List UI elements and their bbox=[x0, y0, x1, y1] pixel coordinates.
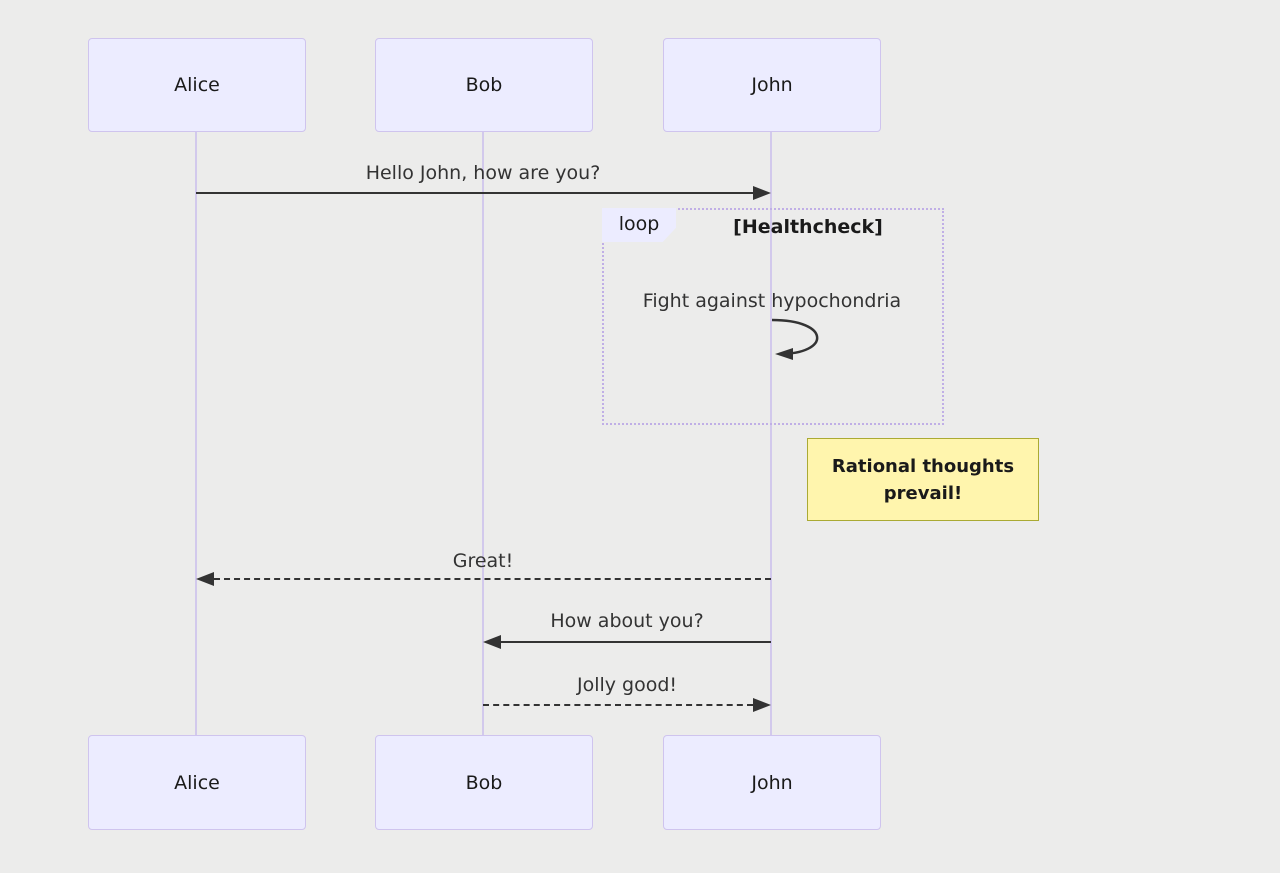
actor-label: Alice bbox=[174, 74, 220, 96]
message-line bbox=[214, 578, 771, 580]
arrowhead-icon bbox=[753, 186, 771, 200]
arrowhead-icon bbox=[483, 635, 501, 649]
loop-label-tab: loop bbox=[602, 208, 676, 242]
loop-label: loop bbox=[618, 212, 660, 235]
actor-bottom-john: John bbox=[663, 735, 881, 830]
actor-label: John bbox=[751, 74, 793, 96]
message-label: Hello John, how are you? bbox=[365, 162, 601, 184]
self-message-arrow-icon bbox=[771, 318, 819, 360]
message-label: Great! bbox=[452, 550, 514, 572]
note-box: Rational thoughts prevail! bbox=[807, 438, 1039, 521]
message-line bbox=[196, 192, 753, 194]
message-line bbox=[483, 704, 753, 706]
loop-frame bbox=[602, 208, 944, 425]
message-label: How about you? bbox=[550, 610, 704, 632]
actor-top-alice: Alice bbox=[88, 38, 306, 132]
arrowhead-icon bbox=[196, 572, 214, 586]
actor-label: Bob bbox=[465, 74, 503, 96]
lifeline-john bbox=[770, 130, 772, 736]
actor-label: John bbox=[751, 771, 793, 794]
lifeline-alice bbox=[195, 130, 197, 736]
message-label: Jolly good! bbox=[576, 674, 678, 696]
message-line bbox=[501, 641, 771, 643]
actor-label: Bob bbox=[465, 771, 503, 794]
arrowhead-icon bbox=[753, 698, 771, 712]
actor-bottom-bob: Bob bbox=[375, 735, 593, 830]
actor-top-bob: Bob bbox=[375, 38, 593, 132]
actor-label: Alice bbox=[174, 771, 220, 794]
actor-bottom-alice: Alice bbox=[88, 735, 306, 830]
lifeline-bob bbox=[482, 130, 484, 736]
actor-top-john: John bbox=[663, 38, 881, 132]
note-text: Rational thoughts prevail! bbox=[831, 455, 1015, 504]
self-message-label: Fight against hypochondria bbox=[642, 290, 902, 312]
loop-condition: [Healthcheck] bbox=[733, 216, 883, 238]
